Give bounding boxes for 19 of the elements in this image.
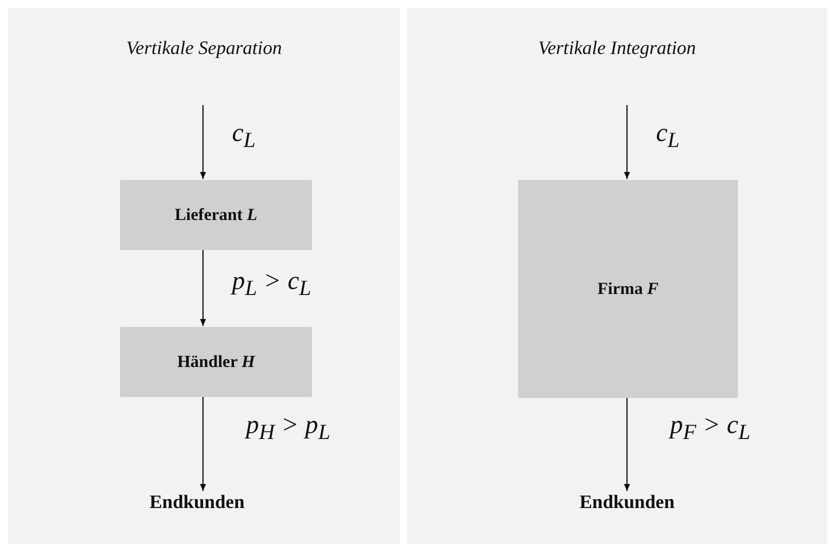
edge-label: p$_{F}$ > c$_{L}$ (670, 412, 750, 444)
panel-title: Vertikale Separation (125, 38, 283, 60)
endpoint-label: Endkunden (137, 492, 257, 518)
panel-background (407, 8, 827, 544)
edge-label: c$_{L}$ (656, 120, 680, 152)
panel-background (8, 8, 400, 544)
panel-title: Vertikale Integration (537, 38, 697, 60)
process-box: Händler H (120, 327, 312, 397)
arrow (200, 105, 206, 179)
arrow (200, 397, 206, 491)
process-box: Firma F (518, 180, 738, 398)
edge-label: c$_{L}$ (232, 120, 256, 152)
process-box: Lieferant L (120, 180, 312, 250)
arrow (200, 250, 206, 326)
arrow (624, 105, 630, 179)
edge-label: p$_{H}$ > p$_{L}$ (246, 412, 330, 444)
endpoint-label: Endkunden (567, 492, 687, 518)
edge-label: p$_{L}$ > c$_{L}$ (232, 268, 312, 300)
arrow (624, 398, 630, 491)
